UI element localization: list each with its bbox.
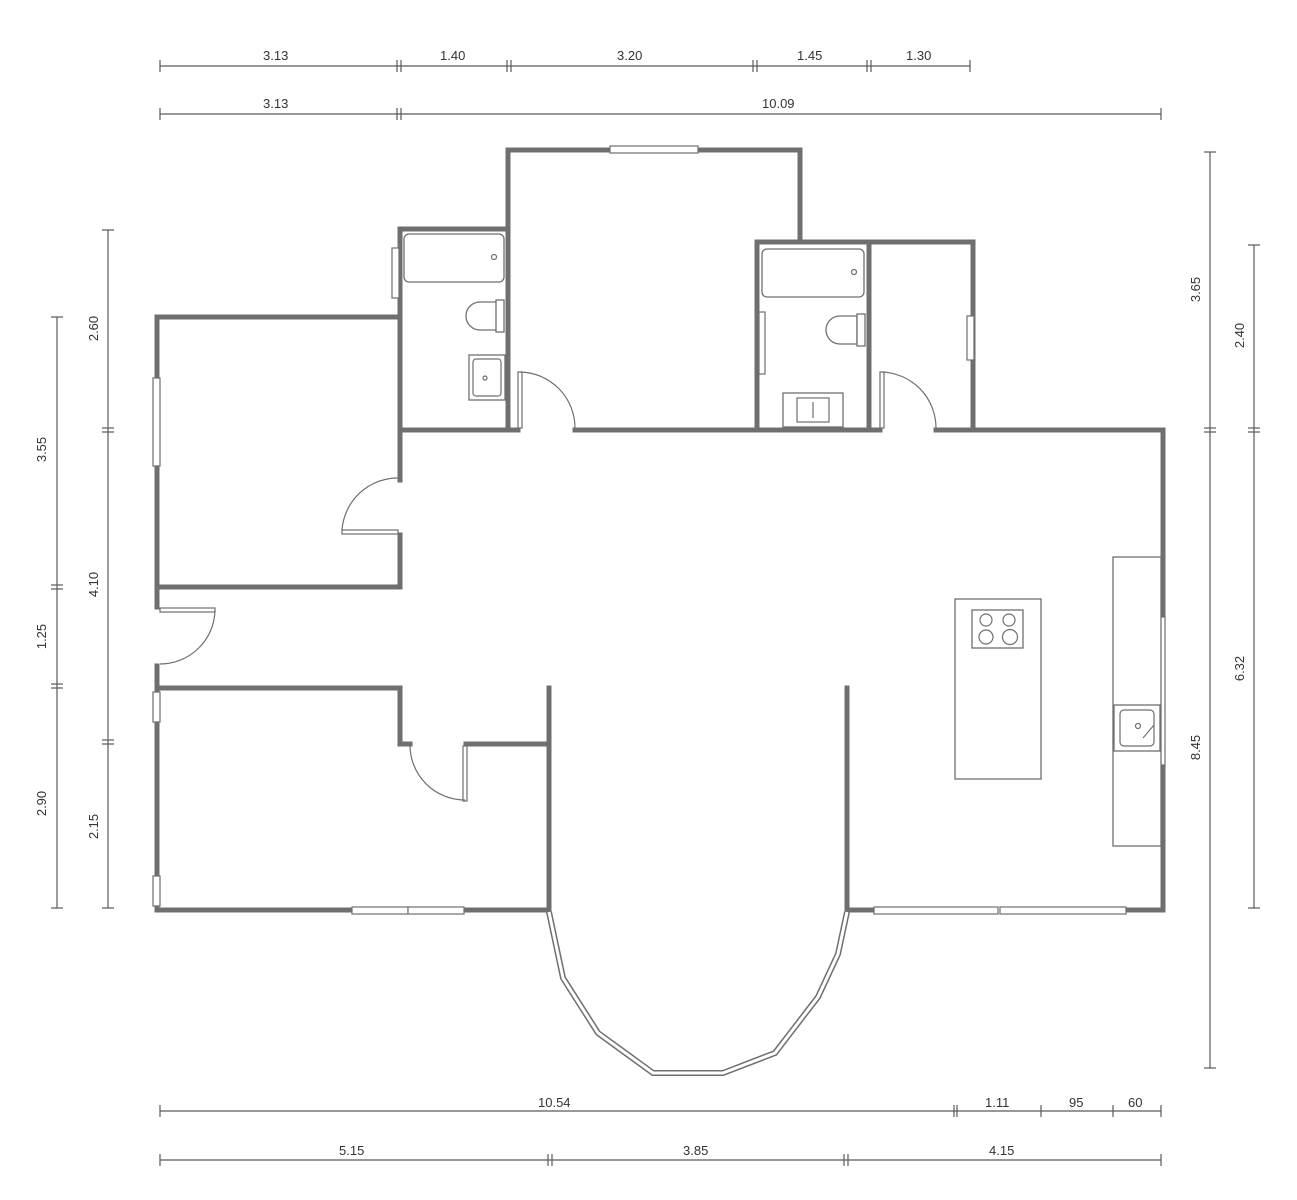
dimension-right-inner <box>1248 244 1260 909</box>
dim-top-2-a: 3.13 <box>263 96 289 111</box>
dim-bottom-1-a: 10.54 <box>538 1095 571 1110</box>
dimension-right-outer <box>1204 151 1216 1069</box>
dim-left-outer-b: 1.25 <box>34 623 50 650</box>
dim-top-1-e: 1.30 <box>906 48 932 63</box>
dim-bottom-1-b: 1.11 <box>985 1095 1010 1110</box>
dim-top-1-c: 3.20 <box>617 48 643 63</box>
door-closet <box>879 371 937 429</box>
window-bath-1 <box>391 247 400 299</box>
window-bottom-1 <box>351 906 409 915</box>
window-bottom-left-2 <box>152 875 161 907</box>
dim-left-inner-a: 2.60 <box>86 315 102 342</box>
toilet-icon <box>465 301 498 331</box>
door-bedroom-top-left <box>341 477 399 535</box>
dim-right-inner-b: 6.32 <box>1232 655 1248 682</box>
dimension-bottom-row-2 <box>159 1154 1162 1166</box>
dim-right-outer-a: 3.65 <box>1188 276 1204 303</box>
door-entry <box>159 607 216 665</box>
bathroom-1-fixtures <box>403 233 506 401</box>
bay-window <box>546 911 850 1076</box>
dim-bottom-2-c: 4.15 <box>989 1143 1015 1158</box>
window-top-bedroom <box>609 145 699 154</box>
dim-right-outer-b: 8.45 <box>1188 734 1204 761</box>
window-bath-2 <box>758 311 766 375</box>
dim-left-outer-a: 3.55 <box>34 436 50 463</box>
bathtub-icon <box>403 233 505 283</box>
dim-top-1-b: 1.40 <box>440 48 466 63</box>
dim-top-1-d: 1.45 <box>797 48 823 63</box>
bathtub-icon <box>761 248 865 298</box>
dim-right-inner-a: 2.40 <box>1232 322 1248 349</box>
kitchen-counter <box>1112 556 1162 847</box>
dim-bottom-1-c: 95 <box>1069 1095 1084 1110</box>
dimension-bottom-row-1 <box>159 1105 1162 1117</box>
dim-bottom-2-b: 3.85 <box>683 1143 709 1158</box>
doors <box>159 371 937 802</box>
dim-top-2-b: 10.09 <box>762 96 795 111</box>
toilet-icon <box>825 315 858 345</box>
dimension-left-inner <box>102 229 114 909</box>
kitchen-fixtures <box>954 556 1162 847</box>
window-bottom-left-1 <box>152 691 161 723</box>
dim-left-inner-b: 4.10 <box>86 571 102 598</box>
dim-left-outer-c: 2.90 <box>34 790 50 817</box>
window-kitchen-bottom-1 <box>873 906 999 915</box>
window-left-bedroom <box>152 377 161 467</box>
window-kitchen-bottom-2 <box>999 906 1127 915</box>
walls <box>154 147 1166 913</box>
window-bottom-2 <box>407 906 465 915</box>
dim-bottom-2-a: 5.15 <box>339 1143 365 1158</box>
dimension-left-outer <box>51 316 63 909</box>
dim-bottom-1-d: 60 <box>1128 1095 1143 1110</box>
bathroom-2-fixtures <box>761 248 866 428</box>
dim-top-1-a: 3.13 <box>263 48 289 63</box>
window-closet <box>966 315 975 361</box>
windows <box>152 145 1166 915</box>
dimension-top-row-2 <box>159 108 1162 120</box>
dimension-top-row-1 <box>159 60 971 72</box>
door-bedroom-bottom-left <box>409 743 468 802</box>
dim-left-inner-c: 2.15 <box>86 813 102 840</box>
door-bathroom-1 <box>517 371 576 429</box>
